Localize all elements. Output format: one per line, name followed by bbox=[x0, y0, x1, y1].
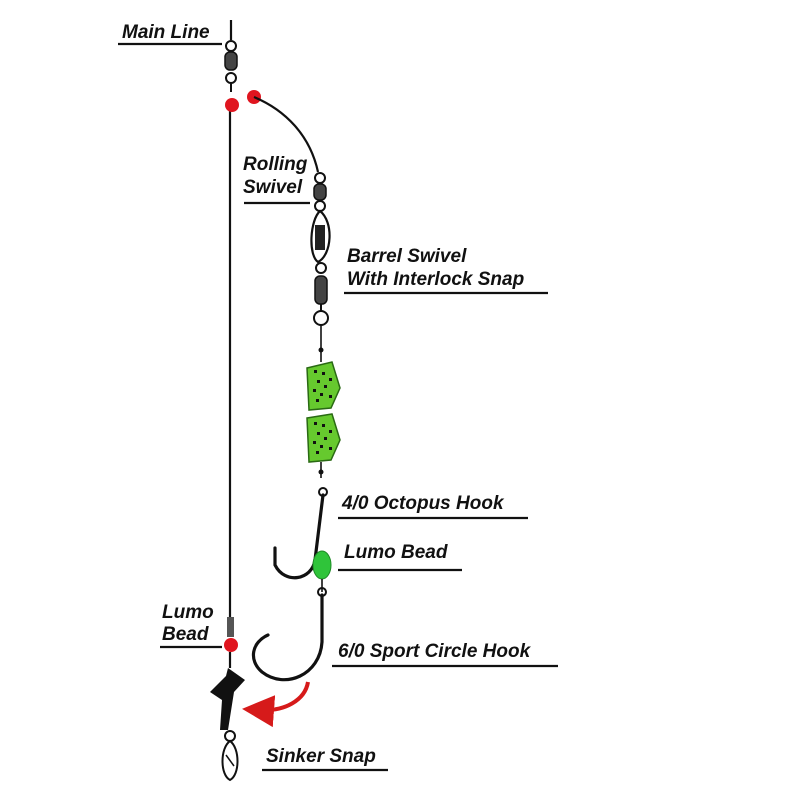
label-lumo-bead-right: Lumo Bead bbox=[344, 542, 448, 563]
lumo-bead-icon bbox=[312, 550, 332, 580]
label-lumo-bead-left-2: Bead bbox=[162, 624, 209, 645]
label-rolling-swivel-1: Rolling bbox=[243, 154, 308, 175]
leader-curve bbox=[253, 95, 320, 173]
label-barrel-swivel-2: With Interlock Snap bbox=[347, 269, 524, 290]
sinker-snap-icon bbox=[221, 730, 239, 782]
label-sinker-snap: Sinker Snap bbox=[266, 746, 376, 767]
sinker-icon bbox=[210, 652, 245, 730]
main-swivel-icon bbox=[224, 40, 238, 92]
circle-hook-icon bbox=[251, 593, 324, 682]
label-rolling-swivel-2: Swivel bbox=[243, 177, 303, 198]
label-circle-hook: 6/0 Sport Circle Hook bbox=[338, 641, 532, 662]
label-lumo-bead-left-1: Lumo bbox=[162, 602, 214, 623]
label-octopus-hook: 4/0 Octopus Hook bbox=[341, 493, 505, 514]
red-bead-lower bbox=[224, 638, 238, 652]
rolling-swivel-icon bbox=[313, 172, 327, 212]
lure-icon-1 bbox=[306, 361, 341, 411]
label-main-line: Main Line bbox=[122, 22, 210, 43]
lure-icon-2 bbox=[306, 413, 341, 463]
label-barrel-swivel-1: Barrel Swivel bbox=[347, 246, 467, 267]
barrel-swivel-icon bbox=[313, 262, 329, 326]
red-arrow-icon bbox=[242, 681, 310, 728]
red-bead-top-left bbox=[225, 98, 239, 112]
crimp-sleeve bbox=[227, 617, 234, 637]
interlock-snap-icon bbox=[310, 209, 331, 264]
